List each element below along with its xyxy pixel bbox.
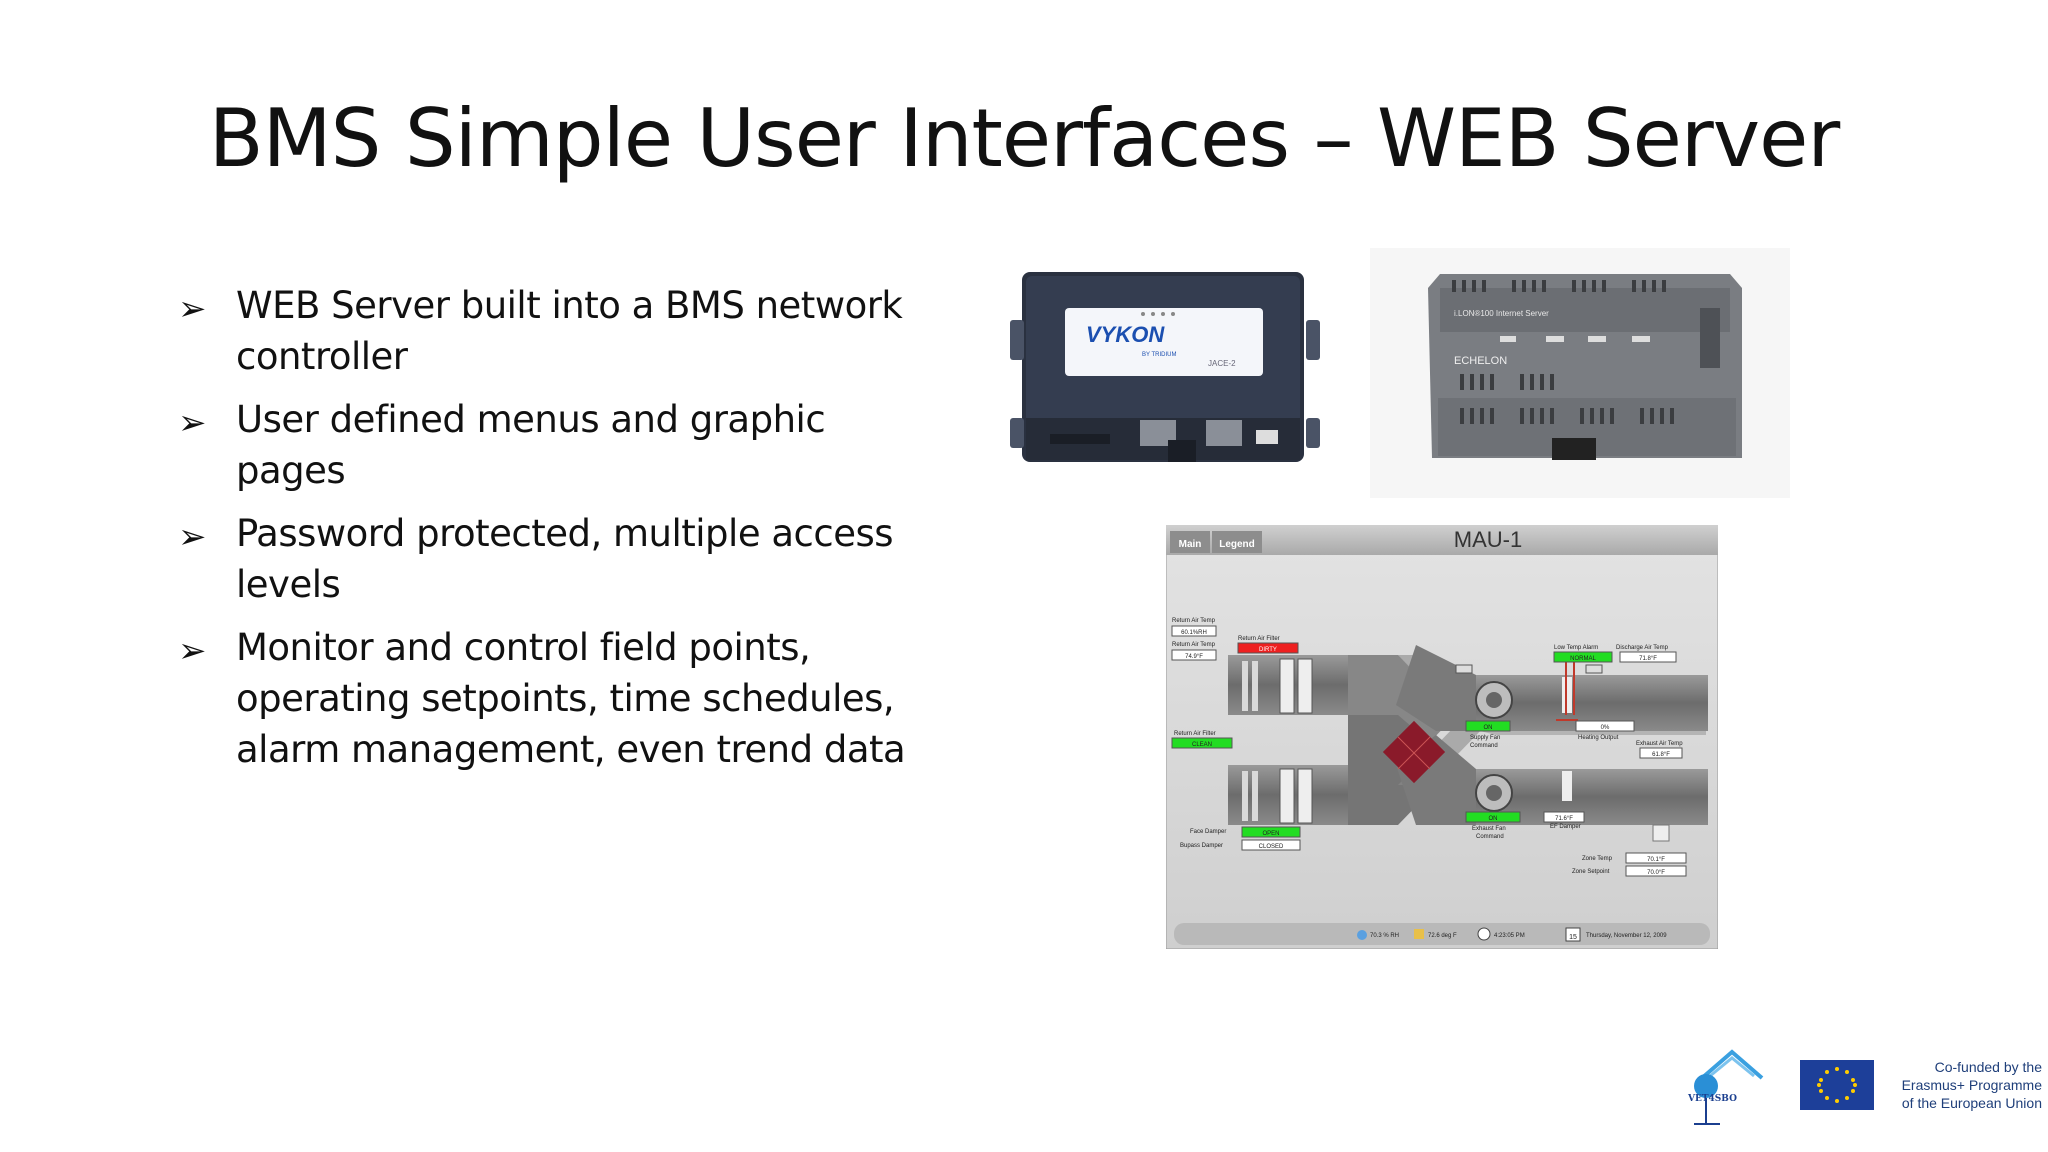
bullet-item: ➢ WEB Server built into a BMS network co…	[178, 280, 918, 382]
return-air-rh-value: 60.1%RH	[1181, 630, 1207, 636]
ef-damper-value: 71.6°F	[1555, 816, 1573, 822]
tridium-label: BY TRIDIUM	[1142, 352, 1176, 358]
slide-title: BMS Simple User Interfaces – WEB Server	[208, 92, 1841, 185]
ilon-server-image: i.LON®100 Internet Server ECHELON	[1370, 248, 1790, 498]
supply-fan-label: Supply Fan	[1470, 735, 1500, 741]
time-value: 4:23:05 PM	[1494, 933, 1525, 939]
bullet-text: WEB Server built into a BMS network	[236, 284, 903, 327]
return-air-temp-label: Return Air Temp	[1172, 642, 1216, 648]
supply-fan-value: ON	[1484, 725, 1493, 731]
zone-setpoint-value: 70.0°F	[1647, 870, 1665, 876]
exhaust-fan-label2: Command	[1476, 834, 1504, 840]
discharge-air-temp-value: 71.8°F	[1639, 656, 1657, 662]
thermometer-icon	[1414, 929, 1424, 939]
low-temp-alarm-status	[1553, 651, 1613, 663]
face-damper-status	[1241, 826, 1301, 838]
ilon-model-label: i.LON®100 Internet Server	[1454, 309, 1549, 318]
return-air-filter-left-value: CLEAN	[1192, 742, 1212, 748]
return-air-filter-left-status	[1171, 737, 1233, 749]
tab-legend[interactable]	[1212, 531, 1262, 553]
zone-temp-value: 70.1°F	[1647, 857, 1665, 863]
humidity-value: 70.3 % RH	[1370, 933, 1399, 939]
zone-temp-label: Zone Temp	[1582, 856, 1613, 862]
humidity-icon	[1357, 930, 1367, 940]
calendar-icon	[1565, 927, 1581, 942]
clock-icon	[1477, 927, 1491, 941]
vykon-logo: VYKON	[1086, 322, 1165, 347]
eu-line-1: Co-funded by the	[1934, 1059, 2042, 1075]
exhaust-air-temp-label: Exhaust Air Temp	[1636, 741, 1683, 747]
bypass-damper-box	[1241, 839, 1301, 851]
arrow-bullet-icon: ➢	[178, 289, 207, 329]
discharge-air-temp-label: Discharge Air Temp	[1616, 645, 1669, 651]
exhaust-fan-status	[1465, 811, 1521, 823]
eu-flag-icon	[1800, 1060, 1874, 1110]
face-damper-label: Face Damper	[1190, 829, 1226, 835]
mau-graphic-screen: Main Legend MAU-1 Return Air Temp	[1166, 525, 1718, 949]
exhaust-fan-value: ON	[1489, 816, 1498, 822]
eu-line-3: of the European Union	[1901, 1095, 2042, 1111]
heating-output-value: 0%	[1601, 725, 1610, 731]
bullet-text: alarm management, even trend data	[236, 728, 906, 771]
arrow-bullet-icon: ➢	[178, 631, 207, 671]
return-air-filter-top-status	[1237, 642, 1299, 654]
low-temp-alarm-value: NORMAL	[1570, 656, 1596, 662]
calendar-day: 15	[1569, 934, 1577, 941]
return-air-temp-rh-label: Return Air Temp	[1172, 618, 1216, 624]
vet4sbo-logo-icon	[1694, 1049, 1764, 1125]
exhaust-air-temp-box	[1639, 747, 1683, 759]
heating-output-label: Heating Output	[1578, 735, 1619, 741]
face-damper-value: OPEN	[1262, 831, 1279, 837]
bullet-text: levels	[236, 563, 341, 606]
zone-setpoint-box	[1625, 865, 1687, 877]
bullet-text: User defined menus and graphic	[236, 398, 826, 441]
supply-fan-label2: Command	[1470, 743, 1498, 749]
bullet-list: ➢ WEB Server built into a BMS network co…	[178, 280, 918, 787]
return-air-temp-value: 74.9°F	[1185, 654, 1203, 660]
return-air-temp-box	[1171, 649, 1217, 661]
tab-legend-label: Legend	[1219, 539, 1255, 550]
arrow-bullet-icon: ➢	[178, 403, 207, 443]
return-air-filter-top-label: Return Air Filter	[1238, 636, 1280, 642]
vet4sbo-label: VET4SBO	[1688, 1094, 1737, 1104]
ef-damper-label: EF Damper	[1550, 824, 1581, 830]
bypass-damper-value: CLOSED	[1259, 844, 1284, 850]
low-temp-alarm-label: Low Temp Alarm	[1554, 645, 1598, 651]
tab-main-label: Main	[1179, 539, 1202, 550]
zone-temp-box	[1625, 852, 1687, 864]
arrow-bullet-icon: ➢	[178, 517, 207, 557]
supply-fan-status	[1465, 720, 1511, 732]
bullet-text: controller	[236, 335, 408, 378]
eu-line-2: Erasmus+ Programme	[1901, 1077, 2042, 1093]
temperature-value: 72.6 deg F	[1428, 933, 1457, 939]
model-label: JACE-2	[1208, 359, 1236, 368]
return-air-rh-box	[1171, 625, 1217, 637]
heating-output-box	[1575, 720, 1635, 732]
echelon-logo: ECHELON	[1454, 355, 1507, 367]
return-air-filter-top-value: DIRTY	[1259, 647, 1277, 653]
bullet-item: ➢ Monitor and control field points, oper…	[178, 622, 918, 775]
jace-controller-image: VYKON BY TRIDIUM JACE-2	[1010, 272, 1320, 462]
bullet-text: operating setpoints, time schedules,	[236, 677, 895, 720]
bullet-text: pages	[236, 449, 346, 492]
bypass-damper-label: Bupass Damper	[1180, 843, 1223, 849]
bullet-text: Password protected, multiple access	[236, 512, 894, 555]
bullet-item: ➢ Password protected, multiple access le…	[178, 508, 918, 610]
zone-setpoint-label: Zone Setpoint	[1572, 869, 1610, 875]
bullet-text: Monitor and control field points,	[236, 626, 811, 669]
tab-main[interactable]	[1170, 531, 1210, 553]
discharge-air-temp-box	[1619, 651, 1677, 663]
return-air-filter-left-label: Return Air Filter	[1174, 731, 1216, 737]
screen-title: MAU-1	[1454, 527, 1522, 552]
bullet-item: ➢ User defined menus and graphic pages	[178, 394, 918, 496]
exhaust-air-temp-value: 61.8°F	[1652, 752, 1670, 758]
exhaust-fan-label: Exhaust Fan	[1472, 826, 1506, 832]
ef-damper-box	[1543, 811, 1585, 823]
eu-funding-text: Co-funded by the Erasmus+ Programme of t…	[1882, 1058, 2042, 1112]
footer-logos	[1694, 1049, 1874, 1125]
date-value: Thursday, November 12, 2009	[1586, 933, 1667, 939]
